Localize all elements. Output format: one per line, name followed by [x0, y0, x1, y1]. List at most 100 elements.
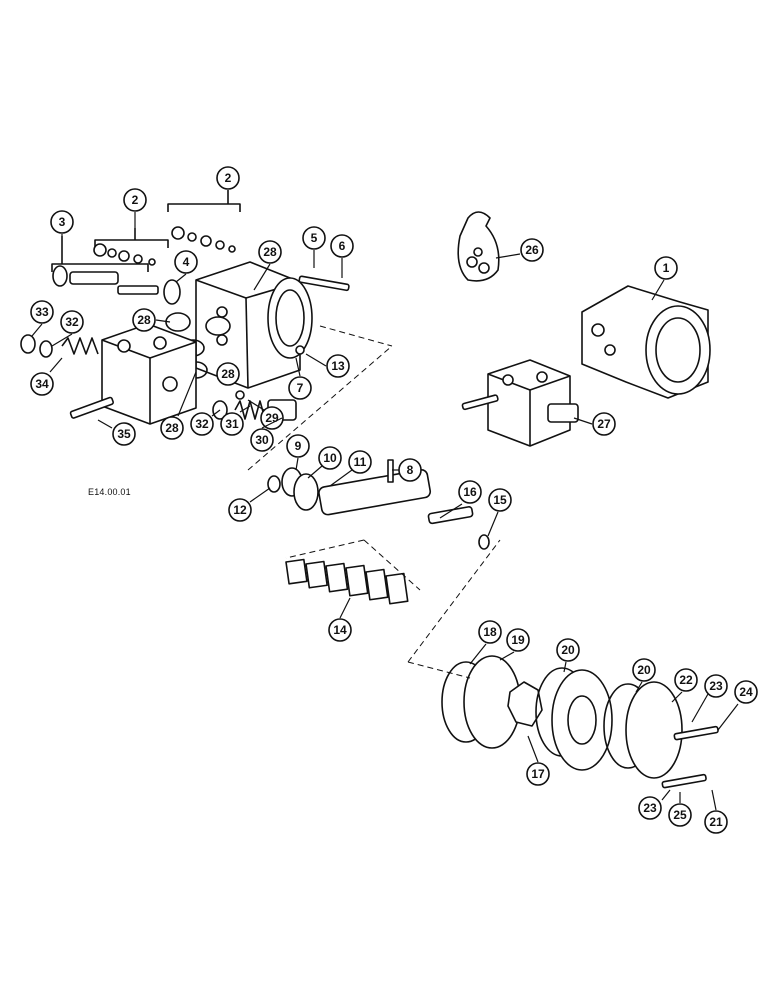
steering-unit-1 [581, 285, 711, 399]
callout-leader [155, 319, 171, 323]
callout-circle [328, 618, 352, 642]
callout-number: 22 [679, 673, 693, 687]
callout-number: 16 [463, 485, 477, 499]
callout-circle [520, 238, 544, 262]
callout-circle [654, 256, 678, 280]
assembly-guide-lines [247, 325, 501, 679]
callout-leader [691, 693, 709, 723]
callout-circle [50, 210, 74, 234]
callout-leader [339, 597, 351, 619]
callout-leader [295, 457, 299, 471]
callout-circle [458, 480, 482, 504]
callout-circle [506, 628, 530, 652]
callout-circle [220, 412, 244, 436]
callout-number: 35 [117, 427, 131, 441]
callout-circle [123, 188, 147, 212]
callout-circle [60, 310, 84, 334]
callout-number: 2 [225, 171, 232, 185]
callout-leader [499, 651, 515, 661]
callout-circle [326, 354, 350, 378]
callout-circle [250, 428, 274, 452]
callout-circle [288, 376, 312, 400]
valve-block-lower [101, 323, 197, 425]
callout-number: 32 [195, 417, 209, 431]
relief-valve [52, 265, 159, 295]
callout-number: 10 [323, 451, 337, 465]
pin-5-6 [298, 275, 350, 292]
callout-circle [30, 300, 54, 324]
spool-sleeve [267, 459, 490, 550]
callout-number: 28 [221, 367, 235, 381]
callout-circle [258, 240, 282, 264]
callout-leader [307, 465, 323, 479]
callout-circle [488, 488, 512, 512]
callout-circle [228, 498, 252, 522]
callout-number: 1 [663, 261, 670, 275]
callout-circle [286, 434, 310, 458]
callout-leader [495, 253, 521, 259]
callout-leader [49, 357, 63, 373]
callout-circle [638, 796, 662, 820]
callout-number: 6 [339, 239, 346, 253]
callout-number: 23 [709, 679, 723, 693]
callout-number: 4 [183, 255, 190, 269]
callout-number: 5 [311, 231, 318, 245]
callout-leader [439, 503, 463, 519]
centring-springs-14 [285, 558, 409, 605]
callout-circle [526, 762, 550, 786]
callout-circle [30, 372, 54, 396]
callout-leader [97, 419, 113, 429]
drawing-code: E14.00.01 [88, 487, 131, 497]
rotor-assembly [441, 655, 719, 789]
callout-circle [216, 362, 240, 386]
callout-circle [674, 668, 698, 692]
parts-bag-26 [457, 211, 500, 282]
callout-leader [261, 417, 283, 429]
callout-number: 30 [255, 433, 269, 447]
callout-circle [112, 422, 136, 446]
callout-number: 28 [137, 313, 151, 327]
callout-leader [51, 333, 73, 347]
callout-leader [661, 789, 671, 801]
callout-circle [632, 658, 656, 682]
callout-leader [31, 323, 43, 337]
callout-leader [253, 263, 271, 291]
housing-upper [195, 261, 313, 389]
spring-assembly [20, 334, 99, 358]
callout-circle [190, 412, 214, 436]
callout-circle [132, 308, 156, 332]
callout-circle [478, 620, 502, 644]
callout-number: 2 [132, 193, 139, 207]
callout-circle [174, 250, 198, 274]
bolt-35 [69, 396, 114, 419]
callout-number: 28 [263, 245, 277, 259]
callout-number: 19 [511, 633, 525, 647]
callout-number: 14 [333, 623, 347, 637]
callout-number: 13 [331, 359, 345, 373]
callout-circle [734, 680, 758, 704]
valve-parts-upper [93, 226, 236, 266]
callout-circle [260, 406, 284, 430]
callout-leader [175, 273, 187, 283]
callout-leader [717, 703, 739, 731]
callout-leader [469, 643, 487, 665]
callout-circle [556, 638, 580, 662]
callout-leader [573, 417, 593, 425]
callout-number: 18 [483, 625, 497, 639]
callout-number: 8 [407, 463, 414, 477]
callout-leader [249, 487, 271, 503]
callout-leader [239, 405, 251, 413]
callout-circle [348, 450, 372, 474]
callout-leader [329, 469, 353, 487]
callout-leader [651, 279, 665, 301]
callout-circle [216, 166, 240, 190]
callout-number: 7 [297, 381, 304, 395]
callout-number: 3 [59, 215, 66, 229]
callout-leader [247, 399, 265, 411]
callout-number: 25 [673, 808, 687, 822]
callout-circle [318, 446, 342, 470]
bracket-lines [51, 190, 241, 272]
callout-circle [398, 458, 422, 482]
callout-number: 11 [354, 455, 367, 469]
